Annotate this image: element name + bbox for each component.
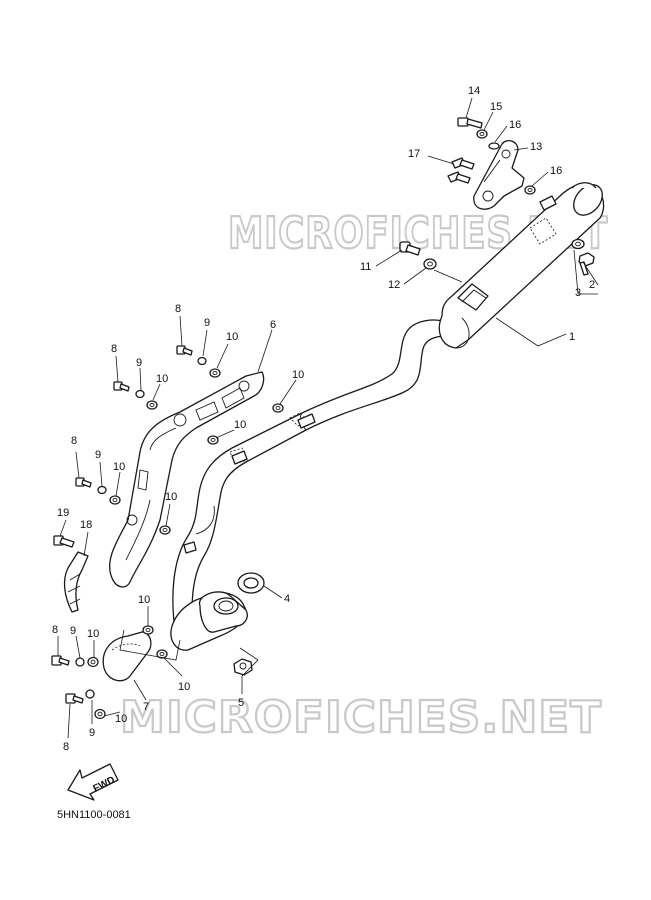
callout-10: 10 (292, 369, 304, 381)
exhaust-pipe (172, 319, 453, 637)
callout-17: 17 (408, 148, 420, 160)
diagram-code: 5HN1100-0081 (57, 809, 131, 821)
callout-8: 8 (111, 343, 117, 355)
callout-10: 10 (87, 628, 99, 640)
callout-4: 4 (284, 593, 290, 605)
bolt-8-e (65, 693, 84, 704)
bolt-19 (53, 535, 75, 548)
bolt-2 (578, 252, 595, 276)
collar-16-top (488, 142, 500, 150)
protector-6 (108, 371, 265, 588)
callout-6: 6 (270, 319, 276, 331)
forward-arrow-icon: FWD (67, 763, 119, 801)
callout-9: 9 (89, 727, 95, 739)
callout-8: 8 (63, 741, 69, 753)
callout-12: 12 (388, 279, 400, 291)
callout-10: 10 (138, 594, 150, 606)
callout-10: 10 (165, 491, 177, 503)
exhaust-flange (170, 591, 248, 651)
muffler-bracket (473, 139, 525, 210)
washer-15 (476, 129, 488, 139)
leader-lines (57, 97, 599, 739)
callout-8: 8 (71, 435, 77, 447)
watermark-bottom: MICROFICHES.NET (120, 692, 602, 743)
bolt-8-c (75, 477, 92, 488)
flange-nut (233, 658, 253, 676)
callout-8: 8 (175, 303, 181, 315)
gasket (237, 572, 265, 594)
callout-19: 19 (57, 507, 69, 519)
callout-10: 10 (156, 373, 168, 385)
callout-8: 8 (52, 624, 58, 636)
washer-12 (423, 258, 437, 270)
callout-9: 9 (136, 357, 142, 369)
bolt-17 (447, 157, 475, 184)
muffler (438, 182, 605, 349)
bolt-8-b (113, 381, 130, 392)
callout-3: 3 (575, 287, 581, 299)
protector-7 (102, 631, 152, 682)
callout-10: 10 (234, 419, 246, 431)
callout-10: 10 (113, 461, 125, 473)
callout-11: 11 (360, 261, 371, 273)
bolt-8-d (51, 655, 70, 666)
callout-2: 2 (589, 279, 595, 291)
bolt-8-a (176, 345, 193, 356)
callout-7: 7 (143, 701, 149, 713)
callout-10: 10 (115, 713, 127, 725)
callout-13: 13 (530, 141, 542, 153)
callout-9: 9 (204, 317, 210, 329)
washers (75, 356, 284, 720)
callout-18: 18 (80, 519, 92, 531)
callout-10: 10 (226, 331, 238, 343)
callout-1: 1 (569, 331, 575, 343)
collar-16-bottom (524, 185, 536, 195)
callout-14: 14 (468, 85, 480, 97)
callout-10: 10 (178, 681, 190, 693)
bolt-14 (457, 117, 483, 129)
callout-16: 16 (550, 165, 562, 177)
callout-5: 5 (238, 697, 244, 709)
bolt-11 (399, 241, 421, 256)
callout-9: 9 (70, 625, 76, 637)
callouts: 14 15 16 13 17 16 11 12 2 3 1 8 9 10 6 8… (52, 85, 595, 753)
callout-15: 15 (490, 101, 502, 113)
callout-9: 9 (95, 449, 101, 461)
protector-18 (63, 551, 89, 613)
callout-16: 16 (509, 119, 521, 131)
washer-3 (571, 238, 585, 250)
